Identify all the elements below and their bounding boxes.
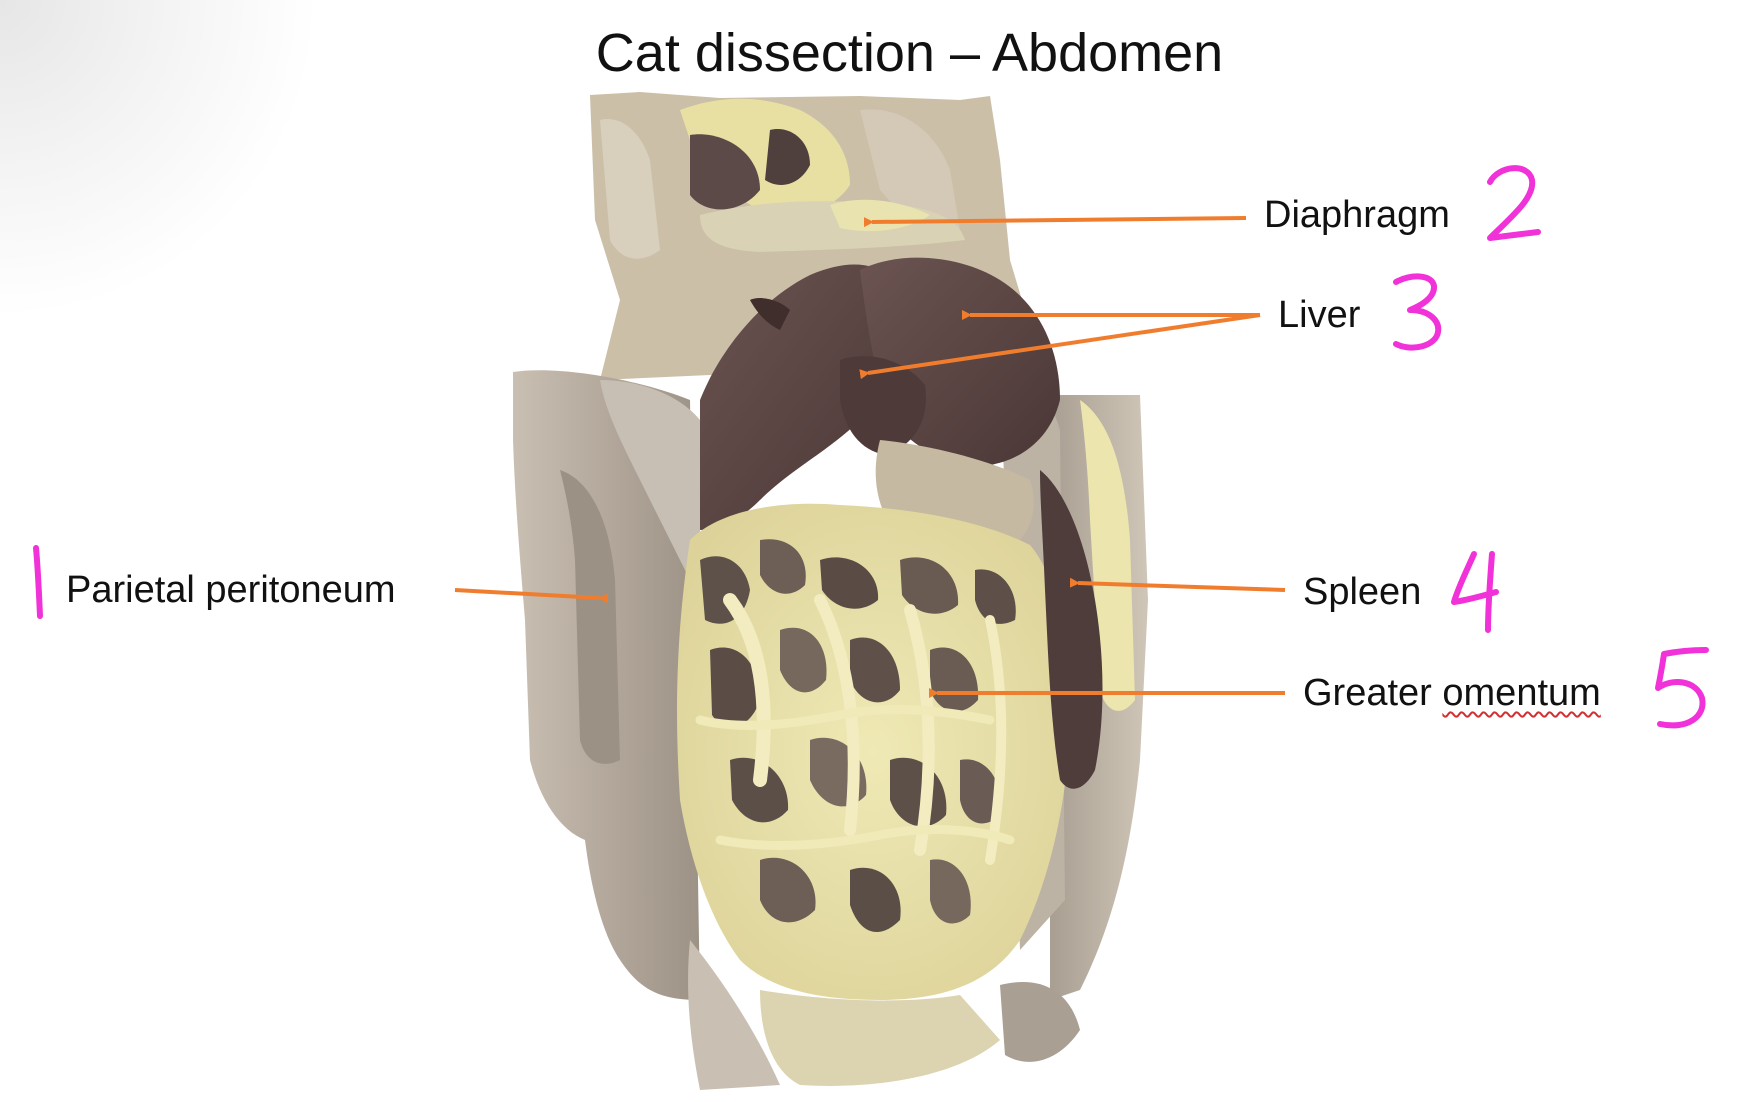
label-parietal-peritoneum: Parietal peritoneum [66,569,396,611]
arrow-parietal-peritoneum [454,588,609,604]
handwritten-number-5 [1655,647,1709,729]
label-greater-omentum: Greater omentum [1303,671,1601,715]
slide-title: Cat dissection – Abdomen [595,23,1224,83]
label-diaphragm: Diaphragm [1264,194,1450,236]
spellcheck-underline: omentum [1442,672,1601,714]
slide-corner-shading [0,0,320,320]
handwritten-number-4 [1451,551,1499,633]
arrow-diaphragm [863,216,1247,228]
arrow-liver-lower [859,313,1261,380]
handwritten-number-2 [1487,165,1541,241]
arrow-spleen [1069,577,1286,592]
label-liver: Liver [1278,294,1361,336]
label-spleen: Spleen [1303,571,1422,613]
greater-omentum-text: Greater omentum [1303,672,1601,714]
handwritten-number-3 [1393,273,1442,351]
handwritten-number-1 [33,545,43,619]
